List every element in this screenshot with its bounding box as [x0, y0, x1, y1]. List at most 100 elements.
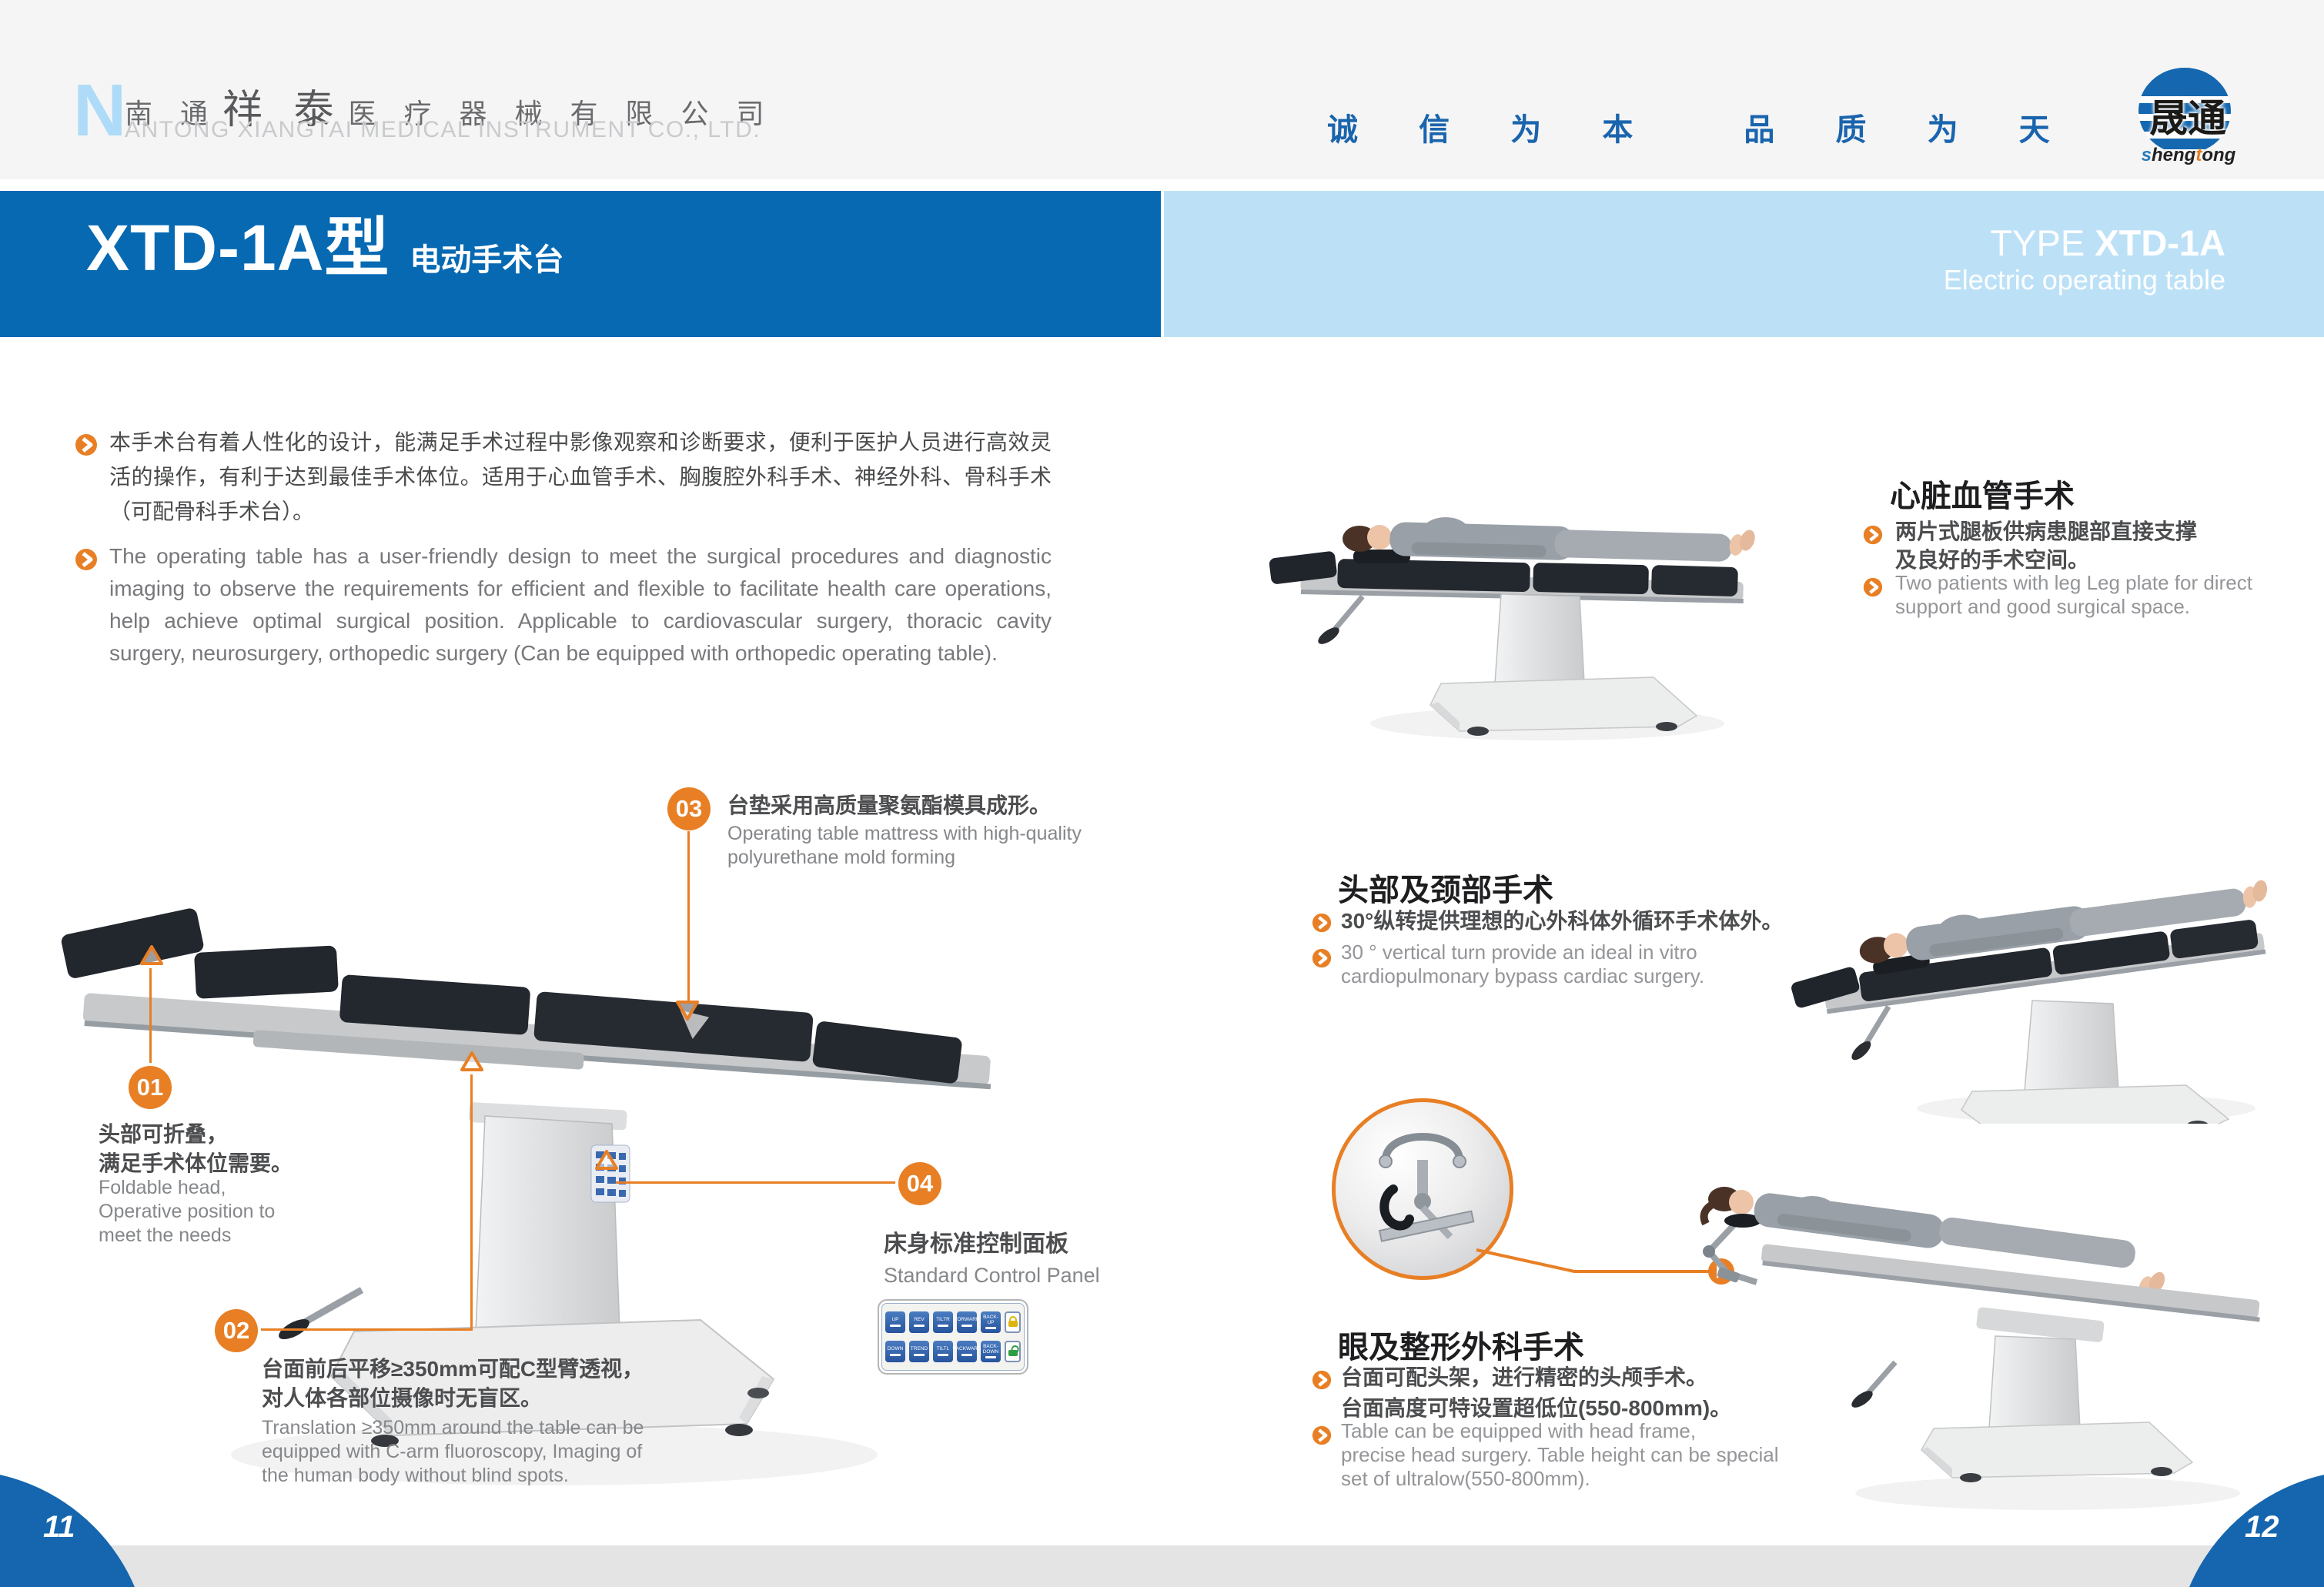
- panel-button-label: BACKWARD: [952, 1346, 981, 1352]
- bullet-arrow-icon: [1312, 1425, 1332, 1445]
- company-cn-suffix: 医 疗 器 械 有 限 公 司: [348, 98, 774, 129]
- callout-03-text-en: Operating table mattress with high-quali…: [727, 823, 1082, 868]
- section-head-neck-cn: 30°纵转提供理想的心外科体外循环手术体外。: [1341, 909, 1784, 933]
- photo-tilted-table-patient: [1791, 880, 2268, 1124]
- panel-button-label: BACK-UP: [983, 1315, 998, 1325]
- company-name-en: ANTONG XIANGTAI MEDICAL INSTRUMENT CO., …: [125, 117, 761, 142]
- type-label: TYPE: [1990, 222, 2085, 263]
- product-name-cn: 电动手术台: [410, 243, 564, 277]
- section-title-head-neck: 头部及颈部手术: [1338, 874, 1553, 907]
- callout-02-text-en: Translation ≥350mm around the table can …: [262, 1417, 644, 1486]
- product-name-en: Electric operating table: [1943, 264, 2225, 296]
- bullet-arrow-icon: [75, 549, 97, 570]
- marker-triangle-center: [460, 1051, 483, 1071]
- marker-triangle-mattress: [676, 1001, 699, 1021]
- section-title-cardiac: 心脏血管手术: [1890, 479, 2075, 513]
- callout-number-02: 02: [215, 1309, 258, 1352]
- title-band-right: [1164, 191, 2324, 337]
- panel-button-tiltr: TILTR: [933, 1311, 953, 1333]
- panel-button-label: DOWN: [887, 1346, 904, 1352]
- model-title: XTD-1A型 电动手术台: [86, 212, 564, 284]
- panel-button-forward: FORWARD: [954, 1311, 980, 1333]
- page-number-right: 12: [2245, 1510, 2279, 1544]
- unlock-icon: [1008, 1350, 1018, 1356]
- marker-triangle-panel: [595, 1150, 618, 1170]
- callout-line-04: [616, 1181, 901, 1184]
- logo-cn-text: 晟通: [2149, 97, 2226, 140]
- section-eye-plastic-en: Table can be equipped with head frame, p…: [1341, 1419, 1779, 1490]
- company-cn-brand: 祥 泰: [222, 88, 344, 132]
- callout-02-text-cn: 台面前后平移≥350mm可配C型臂透视， 对人体各部位摄像时无盲区。: [262, 1357, 644, 1410]
- callout-number-01: 01: [129, 1066, 172, 1109]
- panel-button-label: TILTR: [936, 1317, 950, 1323]
- title-band-left: [0, 191, 1161, 337]
- panel-button-backward: BACKWARD: [952, 1341, 981, 1362]
- callout-04-text-en: Standard Control Panel: [884, 1264, 1100, 1287]
- section-cardiac-cn: 两片式腿板供病患腿部直接支撑 及良好的手术空间。: [1895, 520, 2198, 572]
- company-name-cn: 南 通 祥 泰 医 疗 器 械 有 限 公 司: [125, 77, 774, 135]
- marker-triangle-head: [140, 945, 163, 965]
- panel-button-down: DOWN: [885, 1341, 905, 1362]
- section-title-eye-plastic: 眼及整形外科手术: [1338, 1331, 1584, 1365]
- panel-button-rev: REV: [909, 1311, 929, 1333]
- callout-01-text-en: Foldable head, Operative position to mee…: [99, 1177, 276, 1246]
- section-head-neck-en: 30 ° vertical turn provide an ideal in v…: [1341, 941, 1705, 987]
- footer-strip: [0, 1545, 2324, 1587]
- company-cn-prefix: 南 通: [125, 98, 219, 129]
- page-number-left: 11: [43, 1510, 75, 1544]
- panel-button-tiltl: TILTL: [933, 1341, 953, 1362]
- type-model: XTD-1A: [2095, 222, 2225, 263]
- intro-paragraph-en: The operating table has a user-friendly …: [109, 544, 1052, 665]
- logo-en-text: shengtong: [2138, 145, 2239, 166]
- company-slogan: 诚 信 为 本 品 质 为 天: [1327, 105, 2076, 149]
- panel-unlock-cell: [1005, 1341, 1021, 1362]
- patient-figure: [1859, 880, 2268, 975]
- lock-icon: [1008, 1316, 1018, 1327]
- panel-button-back-down: BACK-DOWN: [981, 1341, 1001, 1362]
- bullet-arrow-icon: [1863, 577, 1883, 597]
- panel-button-label: TILTL: [936, 1346, 950, 1352]
- page-header: [0, 0, 2324, 179]
- patient-figure: [1700, 1187, 2165, 1298]
- panel-button-back-up: BACK-UP: [981, 1311, 1001, 1333]
- panel-button-up: UP: [885, 1311, 905, 1333]
- logo-stripes-icon: [2138, 68, 2231, 154]
- company-big-letter: N: [73, 69, 127, 152]
- slogan-left: 诚 信 为 本: [1327, 113, 1660, 147]
- photo-head-frame-table-patient: [1700, 1187, 2260, 1510]
- callout-04-text-cn: 床身标准控制面板: [884, 1231, 1068, 1257]
- logo-en-ong: ong: [2202, 145, 2236, 165]
- panel-button-trend: TREND: [909, 1341, 929, 1362]
- intro-paragraph-cn: 本手术台有着人性化的设计，能满足手术过程中影像观察和诊断要求，便利于医护人员进行…: [109, 430, 1052, 523]
- logo-en-s: s: [2141, 145, 2152, 165]
- patient-figure: [1343, 517, 1755, 563]
- panel-button-label: REV: [914, 1317, 925, 1323]
- slogan-right: 品 质 为 天: [1744, 113, 2076, 147]
- callout-number-04: 04: [898, 1162, 941, 1205]
- bullet-arrow-icon: [1312, 913, 1332, 933]
- photo-flat-table-patient: [1269, 517, 1755, 740]
- head-frame-accessory: [1378, 1133, 1475, 1242]
- section-cardiac-en: Two patients with leg Leg plate for dire…: [1895, 571, 2252, 618]
- callout-line-02-v: [470, 1074, 473, 1330]
- logo-en-heng: heng: [2152, 145, 2196, 165]
- model-name: XTD-1A型: [86, 212, 390, 284]
- panel-button-label: FORWARD: [954, 1317, 980, 1323]
- panel-button-label: TREND: [910, 1346, 928, 1352]
- main-product-photo: [61, 908, 991, 1485]
- bullet-arrow-icon: [1863, 525, 1883, 545]
- callout-line-03: [687, 831, 690, 1002]
- model-title-en: TYPE XTD-1A Electric operating table: [1944, 222, 2225, 297]
- panel-button-label: UP: [891, 1317, 899, 1323]
- section-eye-plastic-cn: 台面可配头架，进行精密的头颅手术。 台面高度可特设置超低位(550-800mm)…: [1341, 1365, 1732, 1420]
- logo-en-t: t: [2195, 145, 2202, 165]
- bullet-arrow-icon: [1312, 948, 1332, 968]
- callout-line-01: [149, 968, 152, 1068]
- panel-lock-cell: [1005, 1311, 1021, 1333]
- callout-01-text-cn: 头部可折叠， 满足手术体位需要。: [99, 1122, 293, 1175]
- callout-03-text-cn: 台垫采用高质量聚氨酯模具成形。: [727, 794, 1052, 817]
- bullet-arrow-icon: [75, 434, 97, 456]
- bullet-arrow-icon: [1312, 1370, 1332, 1390]
- panel-button-label: BACK-DOWN: [982, 1344, 999, 1355]
